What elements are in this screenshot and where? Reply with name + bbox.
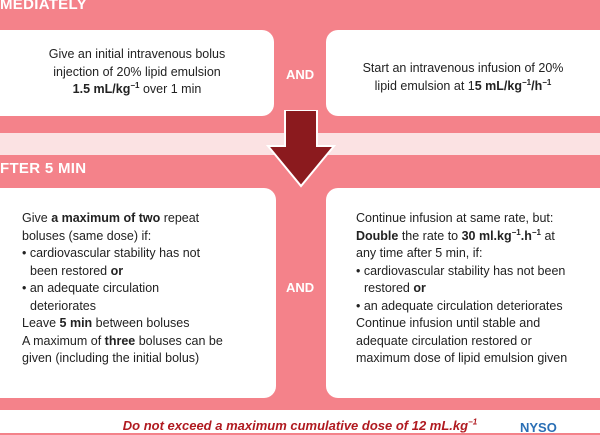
s2-left-bullet2: • an adequate circulation bbox=[22, 281, 160, 295]
s2-right-line6: maximum dose of lipid emulsion given bbox=[356, 351, 568, 365]
s2-l1-bold: a maximum of two bbox=[51, 211, 161, 225]
s2-l1-post: repeat bbox=[160, 211, 200, 225]
s1-left-dose-exp: −1 bbox=[130, 80, 140, 90]
s1-right-slash: /h bbox=[531, 78, 543, 93]
s2-r-tail: at bbox=[540, 228, 555, 243]
s2-left-max: A maximum of three boluses can be bbox=[22, 333, 276, 351]
s2-r-b1b-bold: or bbox=[413, 281, 426, 295]
s2-leave-pre: Leave bbox=[22, 316, 60, 330]
section1-right-box: Start an intravenous infusion of 20% lip… bbox=[326, 30, 600, 116]
footer-band bbox=[0, 410, 600, 433]
s2-max-bold: three bbox=[104, 333, 136, 348]
s2-left-line1: Give a maximum of two repeat bbox=[22, 210, 276, 228]
s2-right-bullet2: • an adequate circulation deteriorates bbox=[356, 298, 563, 313]
section1-header: MEDIATELY bbox=[0, 0, 87, 13]
s2-r-b1b-pre: restored bbox=[364, 281, 414, 295]
s1-right-exp1: −1 bbox=[521, 77, 532, 87]
section1-left-box: Give an initial intravenous bolus inject… bbox=[0, 30, 274, 116]
s1-left-dose-tail: over 1 min bbox=[139, 82, 202, 96]
s2-right-bullet1b: restored or bbox=[356, 280, 600, 298]
s2-left-bullet1b: been restored or bbox=[22, 263, 276, 281]
s2-left-bullet1: • cardiovascular stability has not bbox=[22, 246, 201, 260]
section2-and: AND bbox=[286, 280, 315, 295]
s2-left-bullet2b: deteriorates bbox=[30, 298, 97, 313]
s1-right-line1: Start an intravenous infusion of 20% bbox=[362, 61, 564, 75]
s2-left-last: given (including the initial bolus) bbox=[22, 351, 200, 365]
s1-right-rate: 5 mL/kg bbox=[474, 78, 522, 93]
s2-r-mid: the rate to bbox=[398, 228, 462, 243]
footer-text: Do not exceed a maximum cumulative dose … bbox=[122, 418, 469, 433]
section2-left-box: Give a maximum of two repeat boluses (sa… bbox=[0, 188, 276, 398]
s2-right-line1: Continue infusion at same rate, but: bbox=[356, 211, 554, 225]
section1-and: AND bbox=[286, 67, 315, 82]
s1-right-line2-pre: lipid emulsion at 1 bbox=[374, 78, 475, 93]
s1-left-line3: 1.5 mL/kg−1 over 1 min bbox=[0, 81, 274, 99]
s2-max-post: boluses can be bbox=[135, 333, 223, 348]
s2-leave-bold: 5 min bbox=[59, 316, 93, 330]
section2-right-box: Continue infusion at same rate, but: Dou… bbox=[326, 188, 600, 398]
s1-left-line2: injection of 20% lipid emulsion bbox=[53, 64, 221, 79]
s1-left-line1: Give an initial intravenous bolus bbox=[48, 47, 226, 61]
footer-exp: −1 bbox=[468, 417, 478, 427]
s2-right-bullet1: • cardiovascular stability has not been bbox=[356, 263, 566, 278]
s2-left-line2: boluses (same dose) if: bbox=[22, 228, 152, 243]
s2-r-bold1: Double bbox=[356, 228, 399, 243]
s2-r-exp2: −1 bbox=[531, 227, 541, 237]
s2-right-line5: adequate circulation restored or bbox=[356, 333, 532, 348]
s2-right-line4: Continue infusion until stable and bbox=[356, 316, 541, 330]
s2-b1b-pre: been restored bbox=[30, 263, 111, 278]
s2-b1b-bold: or bbox=[110, 263, 124, 278]
s2-l1-pre: Give bbox=[22, 211, 52, 225]
s2-r-bold2: 30 ml.kg bbox=[461, 228, 512, 243]
s2-max-pre: A maximum of bbox=[22, 333, 105, 348]
s2-right-line2: Double the rate to 30 ml.kg−1.h−1 at bbox=[356, 228, 600, 246]
s1-right-exp2: −1 bbox=[542, 77, 552, 87]
s1-left-dose: 1.5 mL/kg bbox=[72, 82, 131, 96]
s2-leave-post: between boluses bbox=[92, 316, 190, 330]
publisher-logo: NYSO bbox=[520, 420, 557, 435]
s1-right-line2: lipid emulsion at 15 mL/kg−1/h−1 bbox=[326, 78, 600, 96]
s2-r-exp1: −1 bbox=[511, 227, 521, 237]
footer-warning: Do not exceed a maximum cumulative dose … bbox=[0, 418, 600, 433]
section2-header: FTER 5 MIN bbox=[0, 160, 87, 177]
s2-right-line3: any time after 5 min, if: bbox=[356, 246, 483, 260]
down-arrow-icon bbox=[266, 110, 336, 188]
s2-left-leave: Leave 5 min between boluses bbox=[22, 315, 276, 333]
s2-r-bold3: .h bbox=[520, 228, 532, 243]
